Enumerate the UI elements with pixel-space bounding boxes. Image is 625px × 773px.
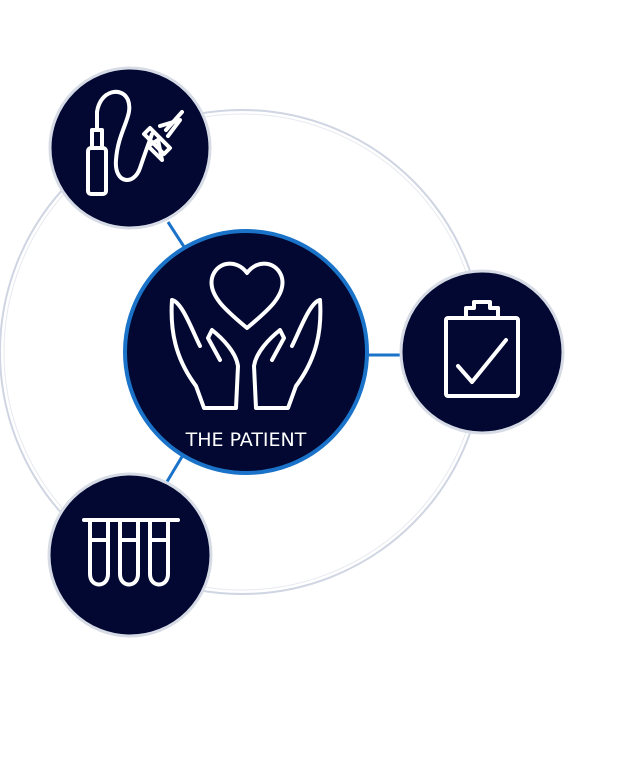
- test-tubes-icon: [82, 518, 180, 587]
- satellite-results[interactable]: [399, 269, 565, 435]
- clipboard-check-icon: [444, 300, 520, 398]
- center-node[interactable]: THE PATIENT: [123, 229, 369, 475]
- blood-collection-icon: [86, 89, 184, 196]
- center-label: THE PATIENT: [185, 429, 307, 451]
- heart-in-hands-icon: [169, 261, 323, 410]
- satellite-lab[interactable]: [47, 472, 213, 638]
- satellite-collection[interactable]: [48, 66, 212, 230]
- connector-bottom-left: [163, 454, 185, 486]
